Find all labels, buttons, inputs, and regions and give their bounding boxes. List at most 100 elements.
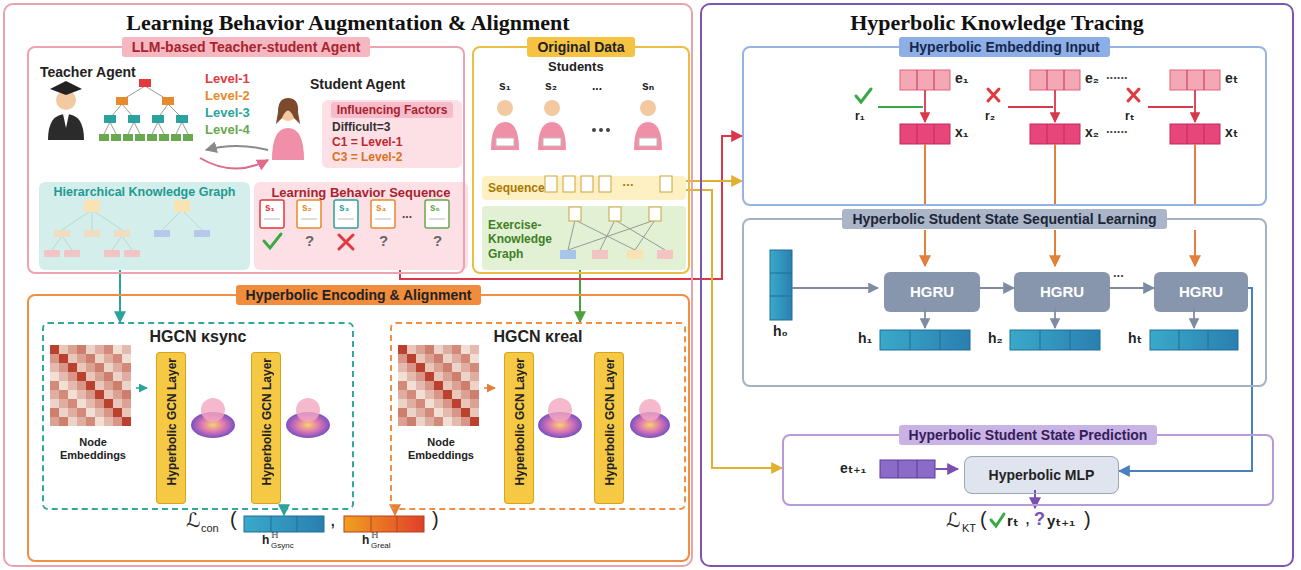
interaction-arrow [200,146,268,169]
heatmap [443,363,452,372]
label: Level-1 [205,72,250,87]
heatmap [416,363,425,372]
embedding-vector [917,124,918,144]
embedding-vector [1170,124,1220,144]
heatmap [398,417,407,426]
label: h₀ [773,323,788,339]
label: xₜ [1225,124,1238,140]
student-figure [491,100,662,150]
label: s₁ [499,80,511,94]
exercise-tile [297,200,321,228]
label: Teacher Agent [40,64,136,80]
heatmap [50,363,59,372]
heatmap [470,390,479,399]
heatmap [77,381,86,390]
exercise-tile [264,219,280,220]
exercise-tile [338,219,354,220]
embedding-vector [917,70,1204,144]
heatmap [50,354,59,363]
heatmap [443,372,452,381]
label: Level-2 [205,89,250,104]
label: ℒ [946,509,960,532]
student-figure [496,138,514,146]
node-fill [594,352,624,504]
node-text: Difficult=3 [332,120,390,134]
label: … [622,176,634,190]
heatmap [461,345,470,354]
node-title: Hyperbolic MLP [965,467,1118,483]
label: Student Agent [310,76,405,92]
bipartite-graph [635,220,655,250]
label: ) [1084,508,1091,531]
heatmap [95,381,104,390]
heatmap [104,417,113,426]
input-arrow [1194,90,1196,122]
embedding-vector [900,70,1220,90]
input-arrow [1054,90,1056,122]
gcn-layer: Hyperbolic GCN Layer [156,352,186,504]
poincare-disk [296,398,320,422]
student-figure [592,128,596,132]
label: ℒ [186,509,200,532]
label: ( [230,508,237,531]
knowledge-tree [139,79,151,87]
node-title: Learning Behavior Sequence [254,185,468,200]
prediction-part [917,460,918,478]
heatmap [77,417,86,426]
label: Students [548,60,604,75]
answer-mark [264,234,281,248]
heatmap [50,390,59,399]
state-arrow [792,288,1194,328]
heatmap [86,408,95,417]
node-text: C3 = Level-2 [332,150,402,164]
bipartite-graph [569,207,661,221]
heatmap [95,363,104,372]
hidden-state [770,250,1238,350]
student-icon [272,128,304,160]
factor-box: Influencing FactorsDifficult=3C1 = Level… [322,100,462,168]
input-arrow [1054,144,1056,204]
heatmap [425,417,434,426]
heatmap [59,381,68,390]
embedding-bar [244,516,324,532]
input-arrow [1194,230,1196,266]
heatmap [398,372,407,381]
node-fill [964,456,1119,494]
hidden-state [1070,330,1071,350]
label: rₜ [1007,512,1019,529]
student-figure [543,138,561,146]
label: h [362,534,369,548]
heatmap [50,381,59,390]
embedding-vector [1204,124,1205,144]
knowledge-tree [152,122,158,134]
bipartite-graph [657,250,673,259]
knowledge-tree [99,134,109,141]
exercise-tile [425,200,449,228]
heatmap [113,372,122,381]
heatmap [407,417,416,426]
embedding-vector [1030,124,1080,144]
heatmap [68,390,77,399]
heatmap [452,354,461,363]
label: e₂ [1085,70,1099,86]
mlp-box: Hyperbolic MLP [964,456,1119,494]
heatmap [443,381,452,390]
label: x₂ [1085,124,1099,140]
embedding-bar [371,516,372,532]
heatmap [434,372,443,381]
bipartite-graph [575,220,635,250]
embedding-vector [900,70,950,90]
node-title: Hyperbolic GCN Layer [603,358,617,485]
heatmap [95,354,104,363]
hidden-state [910,330,1208,350]
embedding-vector [1187,124,1188,144]
label: ...... [1106,122,1128,137]
node-title: Influencing Factors [331,102,454,118]
node-title: LLM-based Teacher-student Agent [122,37,371,57]
node-title: Hierarchical Knowledge Graph [39,185,250,199]
hgcn-box: HGCN κsyncHyperbolic GCN LayerHyperbolic… [42,322,354,510]
node-title: Learning Behavior Augmentation & Alignme… [126,10,569,36]
heatmap [398,345,407,354]
heatmap [425,354,434,363]
knowledge-graph-sketch [62,210,92,230]
